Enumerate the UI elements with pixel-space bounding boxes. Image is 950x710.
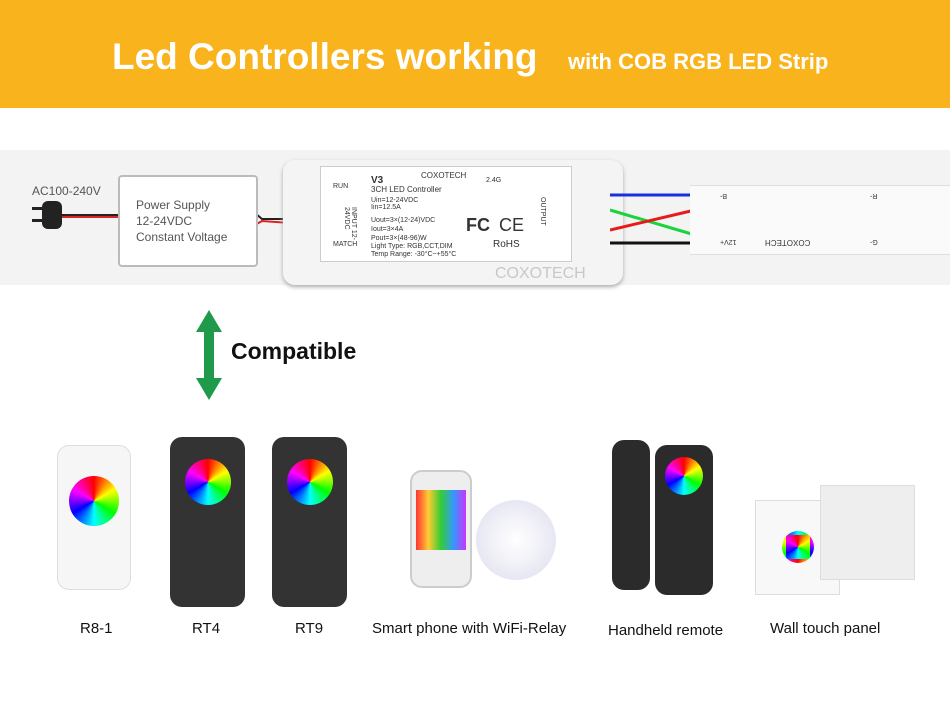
power-supply: Power Supply 12-24VDC Constant Voltage — [118, 175, 258, 267]
spec: Temp Range: -30°C~+55°C — [371, 251, 457, 258]
watermark: COXOTECH — [495, 265, 586, 282]
double-arrow-icon — [196, 310, 222, 400]
strip-label: B- — [720, 192, 727, 199]
spec: Iin=12.5A — [371, 204, 401, 211]
match-label: MATCH — [333, 241, 358, 248]
caption-smart-phone: Smart phone with WiFi-Relay — [372, 620, 567, 637]
strip-label: G- — [870, 238, 878, 245]
wiring — [32, 201, 291, 233]
strip-label: 12V+ — [720, 238, 737, 245]
wifi-relay — [476, 500, 556, 580]
ce-logo: CE — [499, 215, 525, 235]
rt9-remote — [272, 437, 347, 607]
controller-name: 3CH LED Controller — [371, 185, 442, 194]
output-wires — [610, 193, 696, 245]
spec: Iout=3×4A — [371, 226, 404, 233]
rt4-remote — [170, 437, 245, 607]
psu-line: Power Supply — [136, 198, 211, 212]
cob-led-strip: B- R- 12V+ COXOTECH G- — [690, 185, 950, 255]
caption-rt9: RT9 — [295, 620, 324, 637]
input-label: INPUT 12-24VDC — [343, 207, 357, 240]
ac-input-label: AC100-240V — [32, 184, 101, 198]
handheld-remote — [655, 445, 713, 595]
caption-wall-panel: Wall touch panel — [770, 620, 881, 637]
spec: Uout=3×(12-24)VDC — [371, 217, 436, 224]
output-label: OUTPUT — [539, 197, 546, 226]
wall-dimmer — [820, 485, 915, 580]
smart-phone — [410, 470, 472, 588]
r8-1-remote — [57, 445, 131, 590]
handheld-slider-remote — [612, 440, 650, 590]
caption-rt4: RT4 — [192, 620, 221, 637]
fcc-logo: FC — [466, 215, 490, 235]
caption-handheld-remote: Handheld remote — [608, 622, 724, 639]
caption-r8-1: R8-1 — [80, 620, 113, 637]
brand: COXOTECH — [421, 171, 467, 180]
rohs-logo: RoHS — [493, 239, 520, 250]
spec: Uin=12-24VDC — [371, 197, 419, 204]
spec: Pout=3×(48-96)W — [371, 235, 427, 242]
spec: Light Type: RGB,CCT,DIM — [371, 243, 453, 250]
plug-icon — [32, 201, 62, 229]
title-main: Led Controllers working — [112, 36, 538, 77]
controller-label: V3 COXOTECH 3CH LED Controller Uin=12-24… — [320, 166, 572, 262]
psu-line: Constant Voltage — [136, 230, 228, 244]
strip-label: R- — [870, 192, 878, 199]
header-banner — [0, 0, 950, 108]
compatible-label: Compatible — [231, 338, 357, 364]
strip-brand: COXOTECH — [765, 238, 811, 247]
model: V3 — [371, 175, 384, 186]
title-sub: with COB RGB LED Strip — [568, 49, 829, 74]
psu-line: 12-24VDC — [136, 214, 193, 228]
rf-label: 2.4G — [486, 177, 502, 184]
run-label: RUN — [333, 183, 349, 190]
